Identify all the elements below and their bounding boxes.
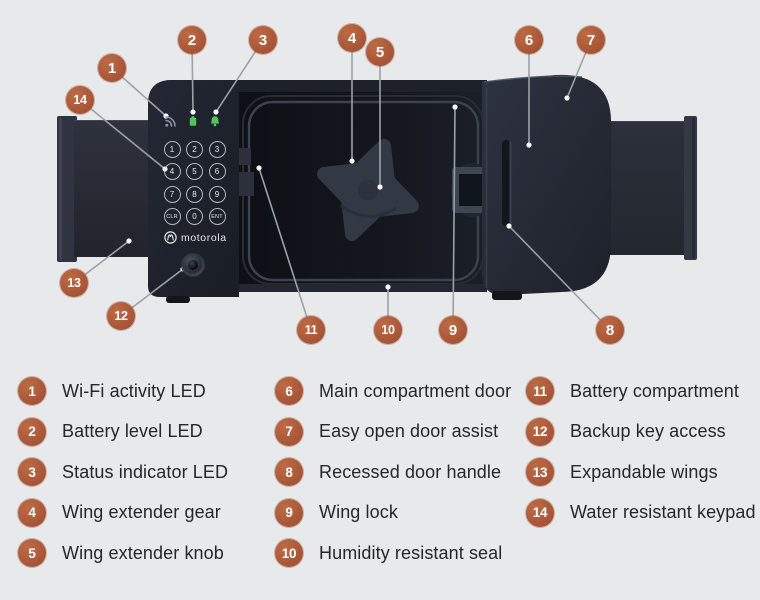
keypad-key-1: 1 — [163, 140, 181, 158]
keypad-key-4: 4 — [163, 163, 181, 180]
keypad-key-7: 7 — [163, 185, 181, 203]
callout-marker-11: 11 — [297, 316, 325, 344]
legend-number-badge: 14 — [526, 498, 554, 527]
callout-marker-4: 4 — [338, 24, 366, 52]
main-compartment-door — [482, 74, 611, 300]
legend-label: Easy open door assist — [319, 421, 499, 441]
legend-item: 10 Humidity resistant seal — [275, 539, 511, 567]
keypad-key-6: 6 — [208, 163, 226, 180]
legend-label: Battery level LED — [62, 421, 203, 441]
legend-number-badge: 1 — [18, 377, 46, 405]
recessed-door-handle — [502, 140, 512, 226]
legend-number-badge: 2 — [18, 417, 46, 446]
callout-marker-14: 14 — [66, 86, 94, 114]
callout-marker-12: 12 — [107, 302, 135, 330]
keypad-key-0: 0 — [186, 208, 203, 225]
legend-label: Status indicator LED — [62, 461, 229, 482]
keypad-key-5: 5 — [186, 163, 203, 180]
legend-label: Water resistant keypad — [570, 502, 756, 522]
legend-number-badge: 3 — [18, 458, 46, 486]
legend-column-3: 11 Battery compartment 12 Backup key acc… — [526, 377, 756, 527]
hinge-tab — [239, 172, 254, 196]
legend-item: 12 Backup key access — [526, 417, 756, 446]
legend-label: Battery compartment — [570, 380, 739, 401]
legend-number-badge: 10 — [275, 539, 303, 567]
motorola-logo: motorola — [164, 231, 227, 244]
legend-label: Recessed door handle — [319, 461, 502, 482]
legend-label: Backup key access — [570, 421, 726, 441]
legend-item: 5 Wing extender knob — [18, 539, 228, 567]
keypad-key-3: 3 — [208, 140, 226, 158]
callout-marker-8: 8 — [596, 316, 624, 344]
legend-item: 14 Water resistant keypad — [526, 498, 756, 527]
legend-number-badge: 12 — [526, 417, 554, 446]
legend-item: 8 Recessed door handle — [275, 458, 511, 486]
legend-item: 7 Easy open door assist — [275, 417, 511, 446]
legend-label: Expandable wings — [570, 461, 718, 482]
left-wing — [57, 116, 152, 262]
legend-column-1: 1 Wi-Fi activity LED 2 Battery level LED… — [18, 377, 228, 567]
wing-extender-knob — [317, 139, 419, 241]
callout-marker-13: 13 — [60, 269, 88, 297]
callout-marker-3: 3 — [249, 26, 277, 54]
legend-number-badge: 7 — [275, 417, 303, 446]
legend-item: 9 Wing lock — [275, 498, 511, 527]
keypad-key-clr: CLR — [163, 208, 181, 225]
legend-label: Humidity resistant seal — [319, 542, 503, 563]
legend-item: 3 Status indicator LED — [18, 458, 228, 486]
legend-number-badge: 8 — [275, 458, 303, 486]
motorola-logo-text: motorola — [181, 231, 227, 244]
callout-marker-2: 2 — [178, 26, 206, 54]
backup-keyhole — [182, 254, 204, 276]
status-led-bell-icon — [209, 115, 221, 127]
legend-item: 2 Battery level LED — [18, 417, 228, 446]
callout-line-tips — [126, 95, 570, 290]
right-wing — [604, 116, 697, 260]
legend-number-badge: 13 — [526, 458, 554, 486]
legend-item: 11 Battery compartment — [526, 377, 756, 405]
callout-marker-9: 9 — [439, 316, 467, 344]
legend-label: Main compartment door — [319, 380, 512, 401]
keypad-key-2: 2 — [186, 140, 203, 158]
battery-led-icon — [187, 115, 199, 127]
keypad-key-8: 8 — [186, 185, 203, 203]
legend-number-badge: 5 — [18, 539, 46, 567]
hinge-tab — [239, 148, 251, 165]
legend-item: 4 Wing extender gear — [18, 498, 228, 527]
wifi-led-icon — [165, 115, 177, 127]
callout-marker-6: 6 — [515, 26, 543, 54]
legend-number-badge: 9 — [275, 498, 303, 527]
callout-marker-7: 7 — [577, 26, 605, 54]
legend-label: Wing extender gear — [62, 502, 221, 522]
legend-number-badge: 11 — [526, 377, 554, 405]
callout-marker-5: 5 — [366, 38, 394, 66]
legend-label: Wing lock — [319, 502, 398, 522]
keypad-key-9: 9 — [208, 185, 226, 203]
legend-label: Wi-Fi activity LED — [62, 380, 206, 401]
legend-label: Wing extender knob — [62, 542, 224, 563]
legend-number-badge: 6 — [275, 377, 303, 405]
legend-number-badge: 4 — [18, 498, 46, 527]
callout-marker-10: 10 — [374, 316, 402, 344]
legend-item: 1 Wi-Fi activity LED — [18, 377, 228, 405]
motorola-m-icon — [164, 231, 177, 244]
legend-item: 13 Expandable wings — [526, 458, 756, 486]
legend-item: 6 Main compartment door — [275, 377, 511, 405]
callout-marker-1: 1 — [98, 54, 126, 82]
keypad-key-ent: ENT — [208, 208, 226, 225]
legend-column-2: 6 Main compartment door 7 Easy open door… — [275, 377, 511, 567]
